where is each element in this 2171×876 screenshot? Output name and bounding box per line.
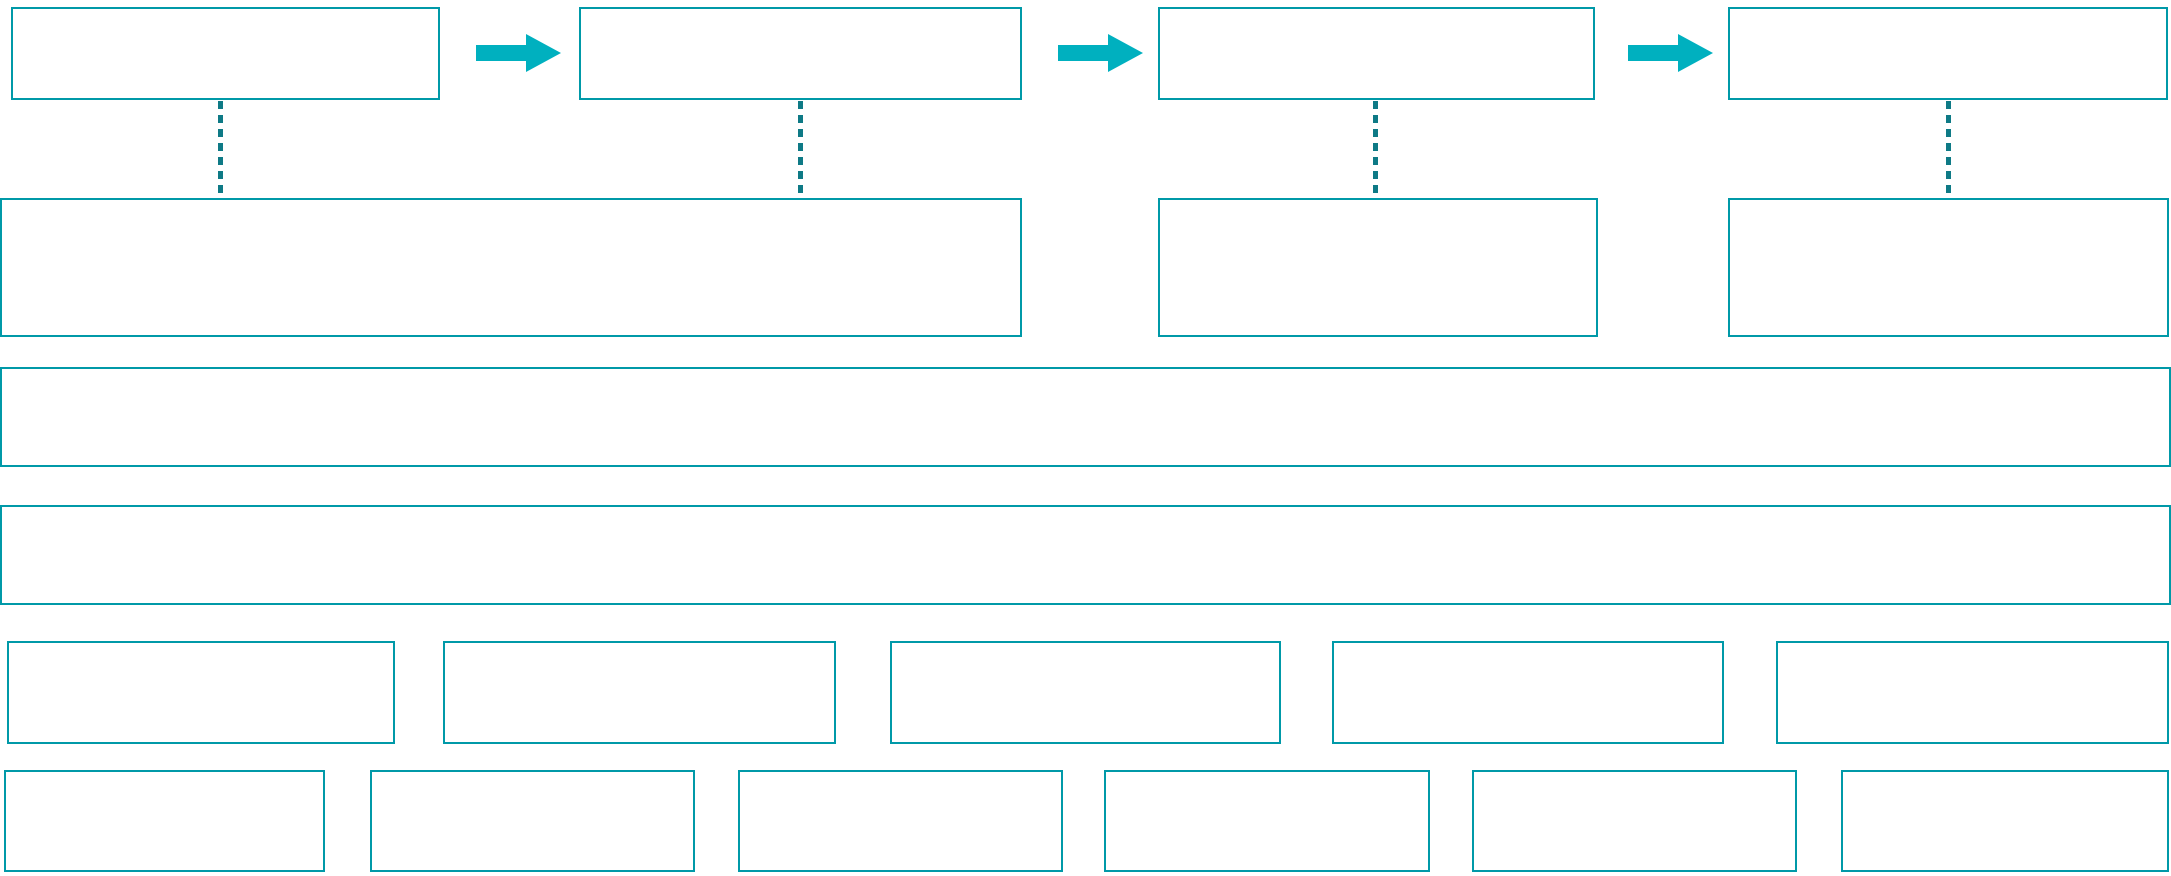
connector-4 [1946,101,1951,197]
band-box-1 [0,367,2171,467]
detail-box-2 [1158,198,1598,337]
grid-box-5 [1776,641,2169,744]
right-arrow-icon [1058,34,1143,72]
flow-arrow-2 [1058,33,1144,73]
grid-box-4 [1332,641,1724,744]
flow-step-2 [579,7,1022,100]
flow-arrow-3 [1628,33,1714,73]
grid-box-3 [890,641,1281,744]
flow-arrow-1 [476,33,562,73]
bottom-box-1 [4,770,325,872]
bottom-box-5 [1472,770,1797,872]
detail-box-1 [0,198,1022,337]
bottom-box-2 [370,770,695,872]
right-arrow-icon [1628,34,1713,72]
right-arrow-shape [1058,34,1143,72]
flow-step-4 [1728,7,2168,100]
grid-box-1 [7,641,395,744]
connector-2 [798,101,803,197]
bottom-box-3 [738,770,1063,872]
flow-step-1 [11,7,440,100]
flow-step-3 [1158,7,1595,100]
right-arrow-shape [476,34,561,72]
bottom-box-4 [1104,770,1430,872]
grid-box-2 [443,641,836,744]
connector-3 [1373,101,1378,197]
right-arrow-shape [1628,34,1713,72]
connector-1 [218,101,223,197]
bottom-box-6 [1841,770,2169,872]
detail-box-3 [1728,198,2169,337]
right-arrow-icon [476,34,561,72]
band-box-2 [0,505,2171,605]
